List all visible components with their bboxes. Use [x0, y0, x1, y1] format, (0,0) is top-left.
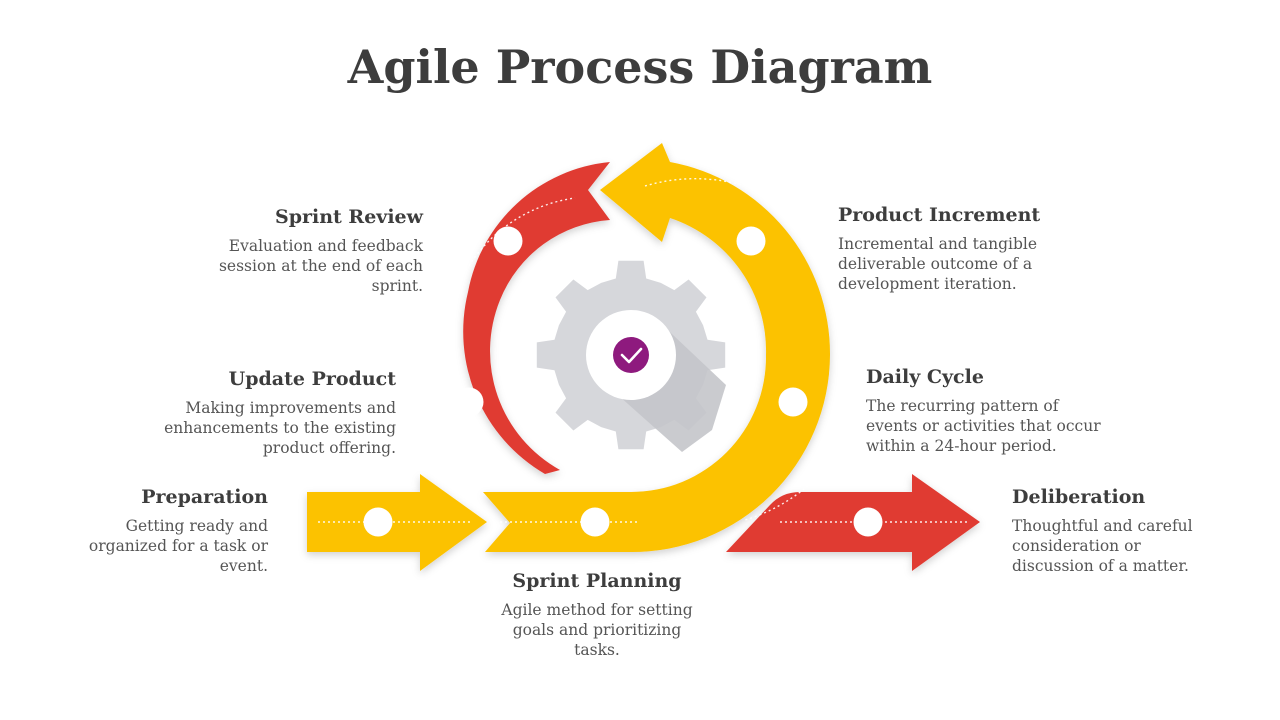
- node-product-increment: [736, 226, 766, 256]
- red-straight-arrow: [726, 474, 980, 571]
- stage-description: Making improvements and enhancements to …: [164, 399, 396, 457]
- stage-sprint-review: Sprint Review Evaluation and feedback se…: [178, 206, 423, 296]
- node-preparation: [363, 507, 393, 537]
- stage-title: Sprint Planning: [512, 570, 682, 592]
- gear-icon: [536, 260, 726, 452]
- node-sprint-planning: [580, 507, 610, 537]
- stage-description: Evaluation and feedback session at the e…: [218, 237, 423, 295]
- stage-description: Incremental and tangible deliverable out…: [838, 235, 1038, 293]
- stage-preparation: Preparation Getting ready and organized …: [80, 486, 268, 576]
- node-deliberation: [853, 507, 883, 537]
- stage-deliberation: Deliberation Thoughtful and careful cons…: [1012, 486, 1212, 576]
- node-daily-cycle: [778, 387, 808, 417]
- node-update-product: [454, 387, 484, 417]
- stage-description: The recurring pattern of events or activ…: [866, 397, 1101, 455]
- stage-title: Update Product: [228, 368, 396, 390]
- stage-update-product: Update Product Making improvements and e…: [150, 368, 396, 458]
- stage-description: Thoughtful and careful consideration or …: [1012, 517, 1193, 575]
- yellow-straight-arrow: [307, 474, 487, 571]
- stage-title: Preparation: [141, 486, 268, 508]
- stage-product-increment: Product Increment Incremental and tangib…: [838, 204, 1068, 294]
- checkmark-icon: [613, 337, 649, 373]
- stage-title: Deliberation: [1012, 486, 1146, 508]
- stage-sprint-planning: Sprint Planning Agile method for setting…: [497, 570, 697, 660]
- stage-daily-cycle: Daily Cycle The recurring pattern of eve…: [866, 366, 1106, 456]
- stage-description: Agile method for setting goals and prior…: [501, 601, 693, 659]
- diagram-title: Agile Process Diagram: [347, 40, 933, 94]
- node-sprint-review: [493, 226, 523, 256]
- stage-title: Product Increment: [838, 204, 1041, 226]
- stage-title: Sprint Review: [274, 206, 423, 228]
- stage-description: Getting ready and organized for a task o…: [88, 517, 268, 575]
- stage-title: Daily Cycle: [866, 366, 984, 388]
